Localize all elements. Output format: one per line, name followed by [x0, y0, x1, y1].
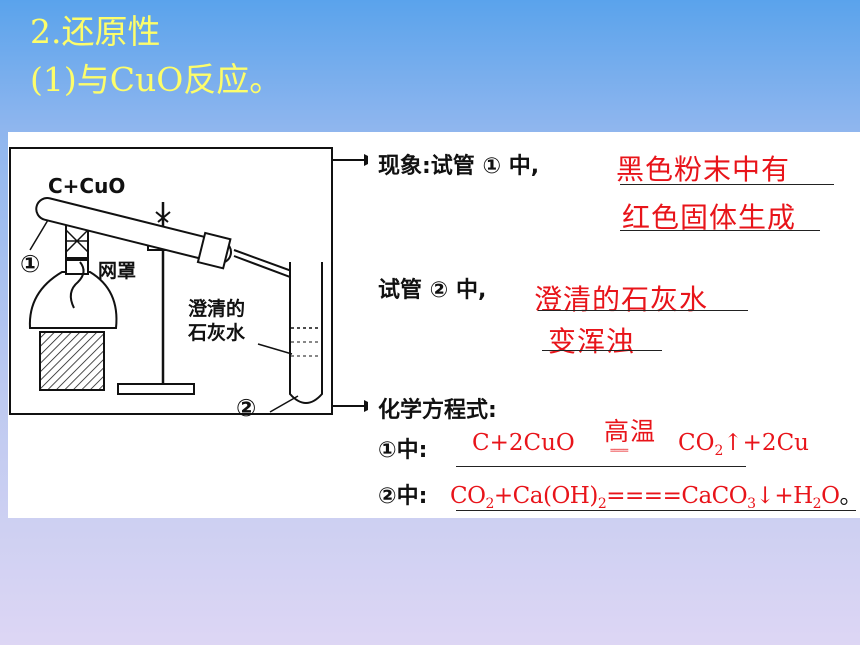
- tube2-answer-1: 澄清的石灰水: [534, 283, 709, 316]
- eq1-condition: 高温: [604, 417, 657, 446]
- content-panel: C+CuO ① 网罩 澄清的 石灰水 ② 现象:试管 ① 中, 黑色粉末中有 红…: [8, 132, 860, 518]
- test-tube-1: [35, 197, 232, 270]
- test-tube-2: [289, 262, 323, 404]
- heating-block: [39, 331, 105, 391]
- clamp-knob: [155, 211, 171, 223]
- equation-label: 化学方程式:: [378, 398, 497, 423]
- alcohol-lamp: [28, 271, 118, 329]
- stand-base: [117, 383, 195, 395]
- eq1-right: CO2↑+2Cu: [678, 430, 809, 459]
- tube2-answer-2: 变浑浊: [548, 325, 636, 358]
- slide-title: 2.还原性: [30, 12, 161, 51]
- tube2-label: 试管 ② 中,: [378, 278, 487, 303]
- diagram-frame: [9, 147, 333, 415]
- tube1-marker: ①: [20, 250, 41, 278]
- phenomenon-label: 现象:试管 ① 中,: [378, 154, 540, 179]
- eq1-left: C+2CuO: [472, 430, 575, 456]
- eq1-sign: ====: [610, 446, 629, 456]
- lamp-wick: [69, 261, 85, 309]
- apparatus-diagram: [9, 147, 368, 415]
- tube1-answer-2: 红色固体生成: [622, 201, 797, 234]
- eq2-equation: CO2+Ca(OH)2====CaCO3↓+H2O。: [450, 483, 860, 512]
- limewater-label-2: 石灰水: [188, 322, 246, 344]
- slide-subtitle: (1)与CuO反应。: [30, 60, 283, 99]
- gauze-label: 网罩: [98, 260, 137, 282]
- reactants-label: C+CuO: [48, 174, 126, 198]
- eq1-label: ①中:: [378, 438, 428, 463]
- tube2-marker: ②: [236, 394, 257, 422]
- eq2-label: ②中:: [378, 484, 428, 509]
- tube1-answer-1: 黑色粉末中有: [616, 153, 791, 186]
- lamp-neck: [65, 259, 89, 275]
- limewater-label-1: 澄清的: [188, 298, 246, 320]
